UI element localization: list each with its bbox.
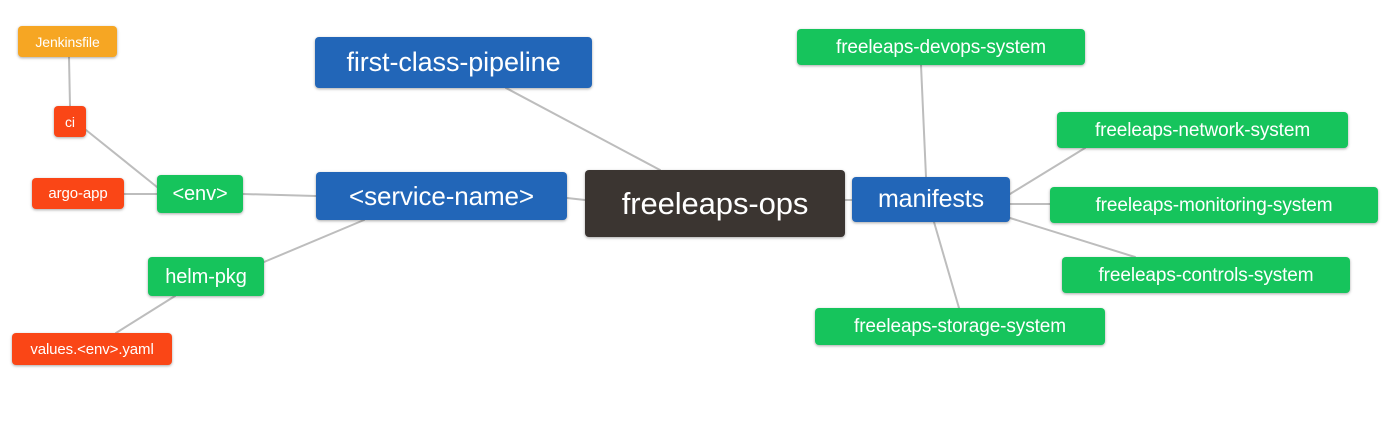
node-label-freeleaps-controls-system: freeleaps-controls-system bbox=[1098, 264, 1314, 286]
node-label-values-env-yaml: values.<env>.yaml bbox=[30, 340, 154, 358]
edge-jenkinsfile-to-ci bbox=[68, 56, 71, 107]
edge-manifests-to-freeleaps-devops-system bbox=[920, 64, 927, 178]
node-freeleaps-network-system[interactable]: freeleaps-network-system bbox=[1057, 112, 1348, 148]
node-label-jenkinsfile: Jenkinsfile bbox=[35, 33, 100, 50]
node-freeleaps-devops-system[interactable]: freeleaps-devops-system bbox=[797, 29, 1085, 65]
node-label-freeleaps-devops-system: freeleaps-devops-system bbox=[836, 36, 1046, 58]
node-label-freeleaps-monitoring-system: freeleaps-monitoring-system bbox=[1095, 194, 1333, 216]
node-argo-app[interactable]: argo-app bbox=[32, 178, 124, 209]
node-label-argo-app: argo-app bbox=[48, 185, 108, 202]
node-label-manifests: manifests bbox=[877, 185, 985, 213]
node-label-helm-pkg: helm-pkg bbox=[165, 265, 247, 288]
edge-first-class-pipeline-to-freeleaps-ops bbox=[505, 87, 661, 171]
edge-env-to-service-name bbox=[242, 193, 317, 197]
node-freeleaps-storage-system[interactable]: freeleaps-storage-system bbox=[815, 308, 1105, 345]
edge-manifests-to-freeleaps-storage-system bbox=[933, 221, 960, 309]
edge-manifests-to-freeleaps-controls-system bbox=[1009, 217, 1136, 258]
node-values-env-yaml[interactable]: values.<env>.yaml bbox=[12, 333, 172, 365]
node-label-ci: ci bbox=[65, 113, 75, 130]
edge-helm-pkg-to-values-env-yaml bbox=[115, 295, 176, 334]
node-freeleaps-monitoring-system[interactable]: freeleaps-monitoring-system bbox=[1050, 187, 1378, 223]
node-helm-pkg[interactable]: helm-pkg bbox=[148, 257, 264, 296]
node-service-name[interactable]: <service-name> bbox=[316, 172, 567, 220]
node-label-freeleaps-network-system: freeleaps-network-system bbox=[1094, 119, 1311, 141]
node-freeleaps-controls-system[interactable]: freeleaps-controls-system bbox=[1062, 257, 1350, 293]
node-env[interactable]: <env> bbox=[157, 175, 243, 213]
node-manifests[interactable]: manifests bbox=[852, 177, 1010, 222]
node-jenkinsfile[interactable]: Jenkinsfile bbox=[18, 26, 117, 57]
node-freeleaps-ops[interactable]: freeleaps-ops bbox=[585, 170, 845, 237]
edge-service-name-to-helm-pkg bbox=[263, 219, 365, 263]
node-label-freeleaps-ops: freeleaps-ops bbox=[621, 186, 809, 221]
node-ci[interactable]: ci bbox=[54, 106, 86, 137]
node-label-env: <env> bbox=[172, 183, 228, 205]
edge-service-name-to-freeleaps-ops bbox=[566, 197, 586, 201]
node-label-freeleaps-storage-system: freeleaps-storage-system bbox=[854, 316, 1066, 337]
node-label-first-class-pipeline: first-class-pipeline bbox=[346, 47, 561, 77]
node-label-service-name: <service-name> bbox=[348, 181, 535, 211]
node-first-class-pipeline[interactable]: first-class-pipeline bbox=[315, 37, 592, 88]
